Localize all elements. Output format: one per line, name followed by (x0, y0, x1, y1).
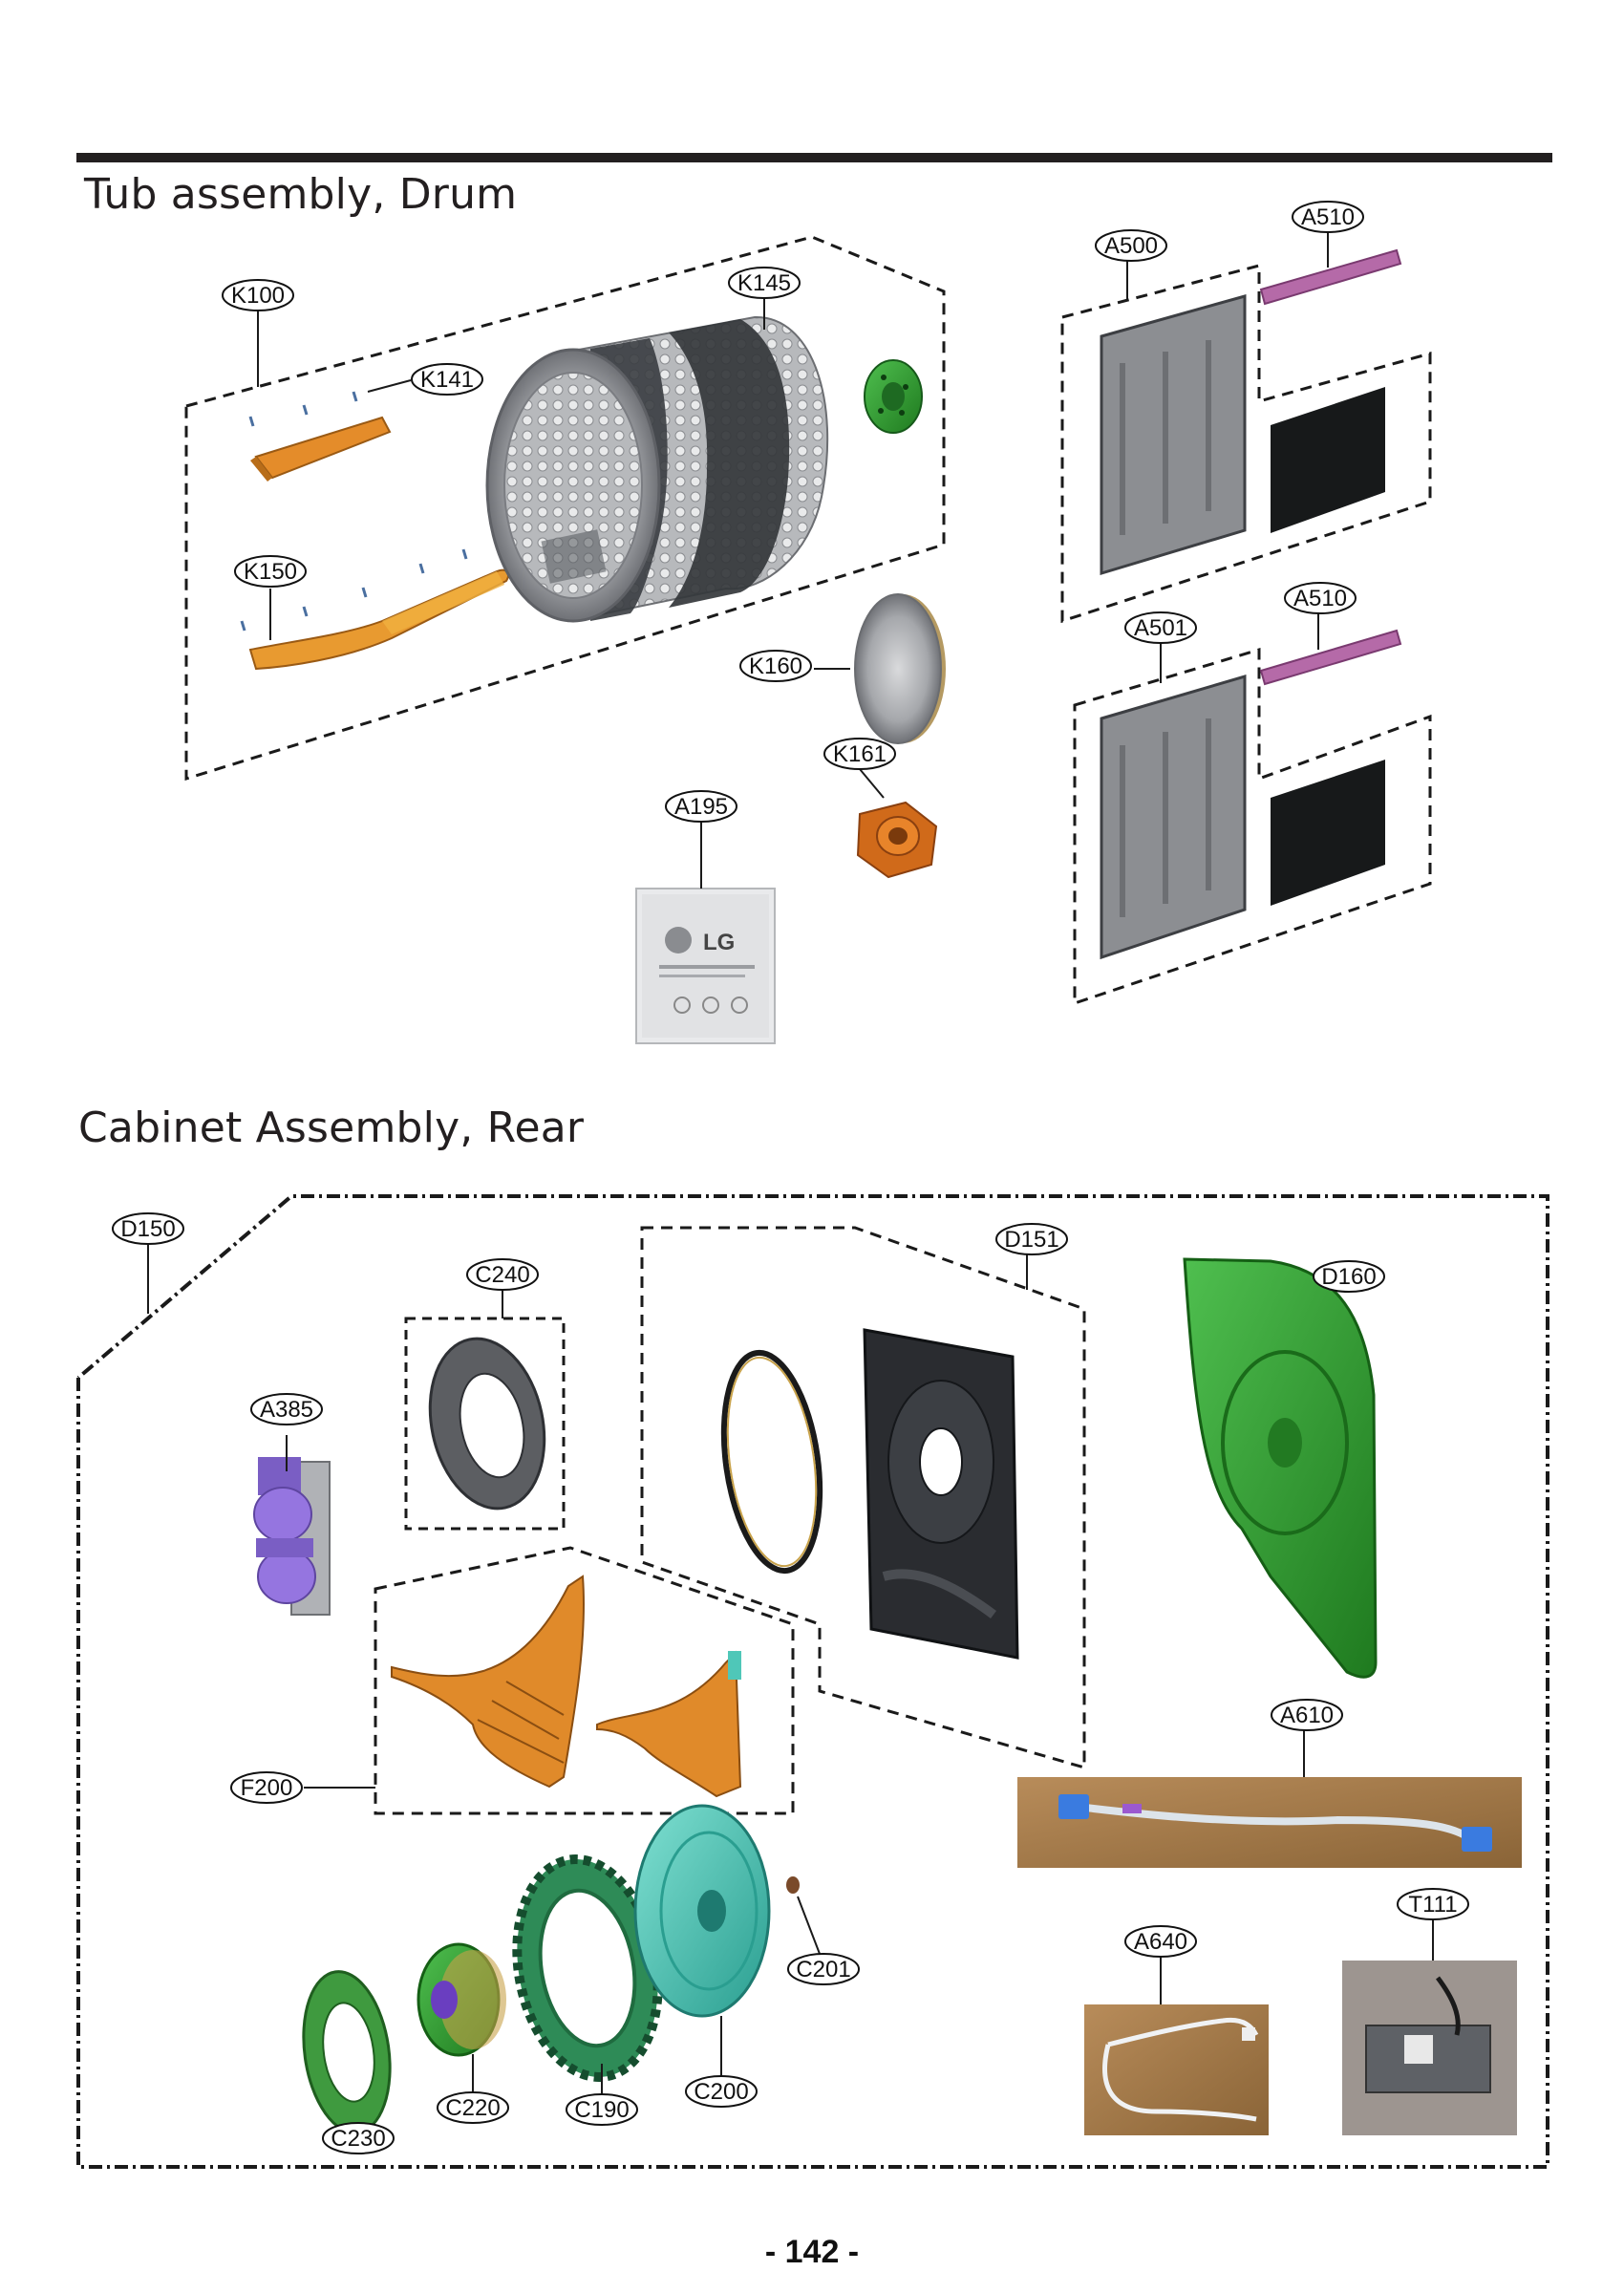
callout-k145-label: K145 (737, 270, 791, 296)
leader-lines (147, 232, 1434, 2133)
callout-a610: A610 (1271, 1699, 1343, 1731)
callout-k145: K145 (728, 267, 801, 299)
callout-c200: C200 (685, 2075, 758, 2108)
bolt-c201 (786, 1876, 800, 1894)
callout-t111-label: T111 (1408, 1892, 1457, 1918)
drum-shaft-hub (864, 359, 923, 434)
callout-k150: K150 (234, 555, 307, 588)
heater-panel-a501 (1100, 674, 1247, 960)
section-title-tub: Tub assembly, Drum (84, 170, 518, 219)
duct-f200-right (596, 1650, 742, 1798)
panel-group-a500-outline (1060, 264, 1432, 624)
callout-d151: D151 (995, 1223, 1068, 1255)
bag-logo-text: LG (703, 930, 735, 955)
cabinet-group-outline (76, 1194, 1549, 2169)
callout-c230-label: C230 (331, 2126, 385, 2152)
callout-c190-label: C190 (574, 2097, 629, 2123)
callout-f200: F200 (230, 1771, 303, 1804)
bracket-a510-bottom (1259, 629, 1402, 686)
callout-a501-label: A501 (1134, 615, 1187, 641)
callout-d150-label: D150 (120, 1216, 175, 1242)
callout-k141: K141 (411, 363, 483, 396)
callout-a500-label: A500 (1104, 233, 1158, 259)
callout-c201-label: C201 (796, 1957, 850, 1982)
callout-c201: C201 (787, 1953, 860, 1985)
callout-d160-label: D160 (1321, 1264, 1376, 1290)
callout-a510-top: A510 (1292, 201, 1364, 233)
callout-a195: A195 (665, 790, 737, 823)
section-title-cabinet: Cabinet Assembly, Rear (78, 1104, 585, 1152)
callout-a510-bottom-label: A510 (1293, 586, 1347, 611)
callout-d151-label: D151 (1004, 1227, 1058, 1253)
callout-d160: D160 (1313, 1260, 1385, 1293)
callout-c230: C230 (322, 2122, 395, 2154)
page-number: - 142 - (764, 2234, 860, 2270)
callout-a385: A385 (250, 1393, 323, 1425)
gasket-ring-d151 (720, 1349, 823, 1575)
drain-pump-a385 (253, 1457, 331, 1616)
callout-a510-bottom: A510 (1284, 582, 1357, 614)
screws-k150 (240, 548, 468, 632)
c240-outline (404, 1317, 566, 1531)
spider-cover-k160 (854, 593, 946, 744)
drum-group-outline (184, 235, 946, 782)
callout-c220-label: C220 (445, 2095, 500, 2121)
nut-k161 (856, 801, 938, 879)
wire-harness-a610 (1017, 1777, 1522, 1868)
rear-panel-d160 (1183, 1257, 1378, 1679)
insulation-pad-a500 (1271, 387, 1385, 533)
callout-k100: K100 (222, 279, 294, 311)
callout-k141-label: K141 (420, 367, 474, 393)
rotor-c200 (633, 1804, 771, 2018)
duct-f200-left (391, 1575, 585, 1789)
sensor-wire-a640 (1084, 2004, 1269, 2135)
callout-a195-label: A195 (674, 794, 728, 820)
heater-panel-a500 (1100, 294, 1247, 576)
callout-t111: T111 (1397, 1888, 1469, 1920)
callout-k161: K161 (823, 738, 896, 770)
callout-a640: A640 (1124, 1925, 1197, 1958)
d151-group-outline (640, 1226, 1086, 1769)
callout-a501: A501 (1124, 611, 1197, 644)
callout-a610-label: A610 (1280, 1703, 1334, 1728)
callout-a640-label: A640 (1134, 1929, 1187, 1955)
callout-d150: D150 (112, 1212, 184, 1245)
callout-c200-label: C200 (694, 2079, 748, 2105)
callout-c220: C220 (437, 2091, 509, 2124)
callout-k160-label: K160 (749, 654, 802, 679)
callout-c240: C240 (466, 1258, 539, 1291)
callout-k100-label: K100 (231, 283, 285, 309)
insulation-pad-a501 (1271, 760, 1385, 906)
bracket-a510-top (1259, 248, 1402, 306)
callout-k150-label: K150 (244, 559, 297, 585)
lifter-baffle-k141 (250, 416, 392, 482)
callout-f200-label: F200 (241, 1775, 293, 1801)
header-rule (76, 153, 1552, 162)
gasket-c230 (302, 1970, 392, 2134)
hall-sensor-c220 (417, 1942, 506, 2057)
callout-c190: C190 (566, 2093, 638, 2126)
callout-k160: K160 (739, 650, 812, 682)
callout-a500: A500 (1095, 229, 1167, 262)
seal-ring-c240 (428, 1337, 546, 1511)
parts-bag-a195: LG (635, 888, 776, 1044)
screws-k141 (248, 391, 358, 427)
f200-group-outline (374, 1546, 795, 1815)
thermostat-t111 (1342, 1961, 1517, 2135)
stator-c190 (512, 1854, 663, 2082)
rear-cover-d151 (863, 1328, 1019, 1660)
callout-a510-top-label: A510 (1301, 204, 1355, 230)
callout-k161-label: K161 (833, 741, 887, 767)
callout-c240-label: C240 (475, 1262, 529, 1288)
drum-k145 (485, 315, 829, 623)
callout-a385-label: A385 (260, 1397, 313, 1423)
panel-group-a501-outline (1073, 647, 1432, 1006)
